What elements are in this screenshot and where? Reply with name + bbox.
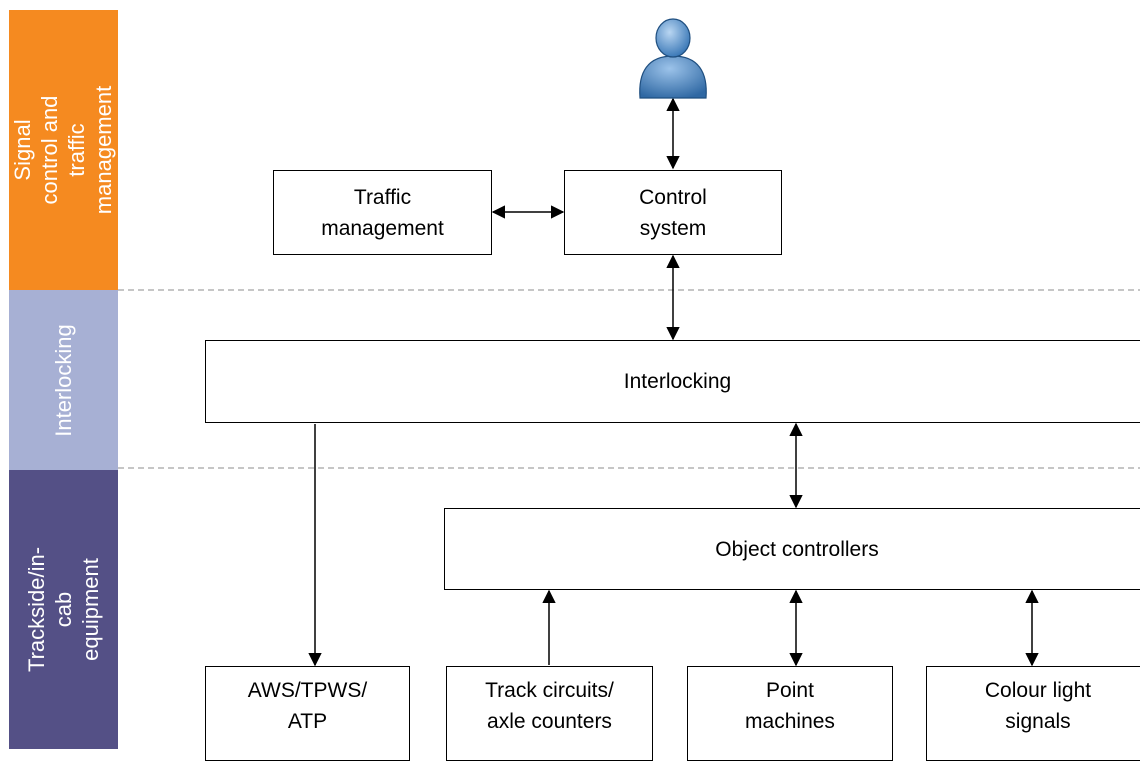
band-interlocking: Interlocking [9, 290, 118, 470]
track-circuits-box: Track circuits/ axle counters [446, 666, 653, 761]
control-system-label: Control system [639, 185, 707, 240]
user-icon [639, 18, 707, 99]
colour-light-signals-box: Colour light signals [926, 666, 1140, 761]
object-controllers-label: Object controllers [715, 537, 879, 561]
point-machines-label: Point machines [745, 678, 835, 733]
interlocking-box: Interlocking [205, 340, 1140, 423]
band-trackside: Trackside/in-cab equipment [9, 470, 118, 749]
traffic-management-box: Traffic management [273, 170, 492, 255]
colour-light-signals-label: Colour light signals [984, 678, 1092, 733]
control-system-box: Control system [564, 170, 782, 255]
track-circuits-label: Track circuits/ axle counters [485, 678, 614, 733]
object-controllers-box: Object controllers [444, 508, 1140, 590]
traffic-management-label: Traffic management [321, 185, 444, 240]
aws-tpws-atp-box: AWS/TPWS/ ATP [205, 666, 410, 761]
band-signal-control: Signal control and traffic management [9, 10, 118, 290]
point-machines-box: Point machines [687, 666, 893, 761]
interlocking-label: Interlocking [623, 370, 732, 393]
aws-tpws-atp-label: AWS/TPWS/ ATP [247, 678, 368, 733]
